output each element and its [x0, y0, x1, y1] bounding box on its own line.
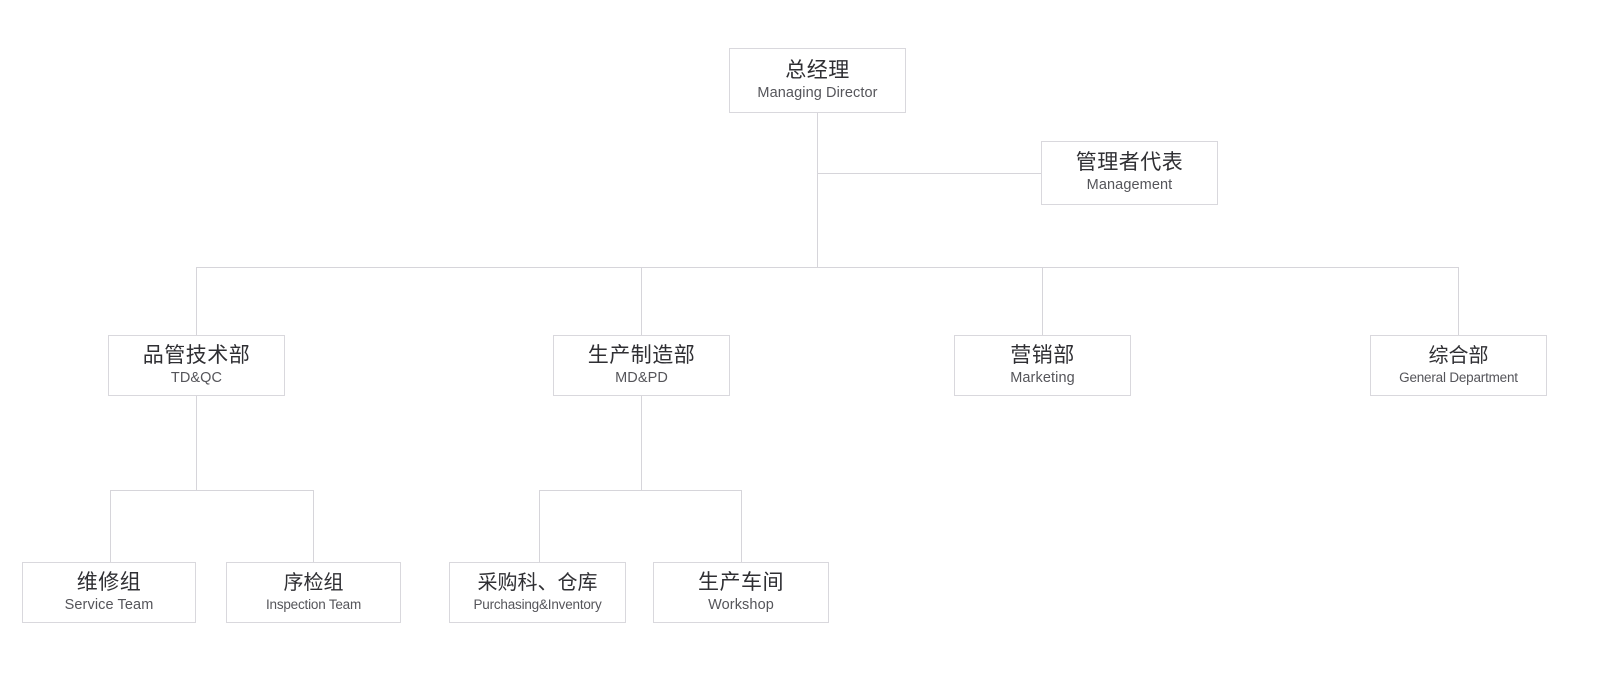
- node-workshop-en: Workshop: [708, 596, 774, 613]
- connector-md-pd-bus: [539, 490, 742, 491]
- node-service-team-cn: 维修组: [76, 570, 142, 594]
- node-managing-director-en: Managing Director: [757, 84, 878, 101]
- node-purchasing-inventory-cn: 采购科、仓库: [477, 571, 598, 594]
- node-management-rep[interactable]: 管理者代表 Management: [1041, 141, 1218, 205]
- connector-drop-purchasing-inventory: [539, 490, 540, 563]
- node-management-rep-cn: 管理者代表: [1075, 151, 1184, 175]
- node-inspection-team-cn: 序检组: [283, 571, 344, 594]
- node-managing-director-cn: 总经理: [785, 58, 850, 82]
- node-purchasing-inventory[interactable]: 采购科、仓库 Purchasing&Inventory: [449, 562, 626, 623]
- node-md-pd[interactable]: 生产制造部 MD&PD: [553, 335, 730, 396]
- node-td-qc-cn: 品管技术部: [142, 343, 251, 367]
- node-td-qc-en: TD&QC: [170, 369, 223, 386]
- connector-md-stem: [817, 113, 818, 268]
- node-md-pd-en: MD&PD: [615, 369, 668, 386]
- node-marketing-cn: 营销部: [1010, 343, 1075, 367]
- connector-drop-marketing: [1042, 267, 1043, 335]
- connector-drop-workshop: [741, 490, 742, 563]
- node-workshop-cn: 生产车间: [698, 570, 784, 594]
- node-marketing[interactable]: 营销部 Marketing: [954, 335, 1131, 396]
- node-marketing-en: Marketing: [1010, 369, 1075, 386]
- connector-drop-general-department: [1458, 267, 1459, 335]
- node-general-department-cn: 综合部: [1428, 344, 1489, 367]
- connector-td-qc-stem: [196, 396, 197, 491]
- node-general-department[interactable]: 综合部 General Department: [1370, 335, 1547, 396]
- node-td-qc[interactable]: 品管技术部 TD&QC: [108, 335, 285, 396]
- node-md-pd-cn: 生产制造部: [587, 343, 696, 367]
- connector-md-pd-stem: [641, 396, 642, 491]
- connector-management-rep: [817, 173, 1042, 174]
- node-workshop[interactable]: 生产车间 Workshop: [653, 562, 829, 623]
- connector-drop-service-team: [110, 490, 111, 563]
- node-inspection-team[interactable]: 序检组 Inspection Team: [226, 562, 401, 623]
- node-management-rep-en: Management: [1086, 177, 1173, 193]
- connector-main-bus: [196, 267, 1459, 268]
- node-managing-director[interactable]: 总经理 Managing Director: [729, 48, 906, 113]
- node-service-team-en: Service Team: [64, 596, 154, 613]
- connector-drop-md-pd: [641, 267, 642, 335]
- node-service-team[interactable]: 维修组 Service Team: [22, 562, 196, 623]
- node-general-department-en: General Department: [1399, 369, 1518, 385]
- node-purchasing-inventory-en: Purchasing&Inventory: [473, 596, 602, 612]
- connector-drop-inspection-team: [313, 490, 314, 563]
- connector-drop-td-qc: [196, 267, 197, 335]
- connector-td-qc-bus: [110, 490, 314, 491]
- node-inspection-team-en: Inspection Team: [265, 596, 362, 612]
